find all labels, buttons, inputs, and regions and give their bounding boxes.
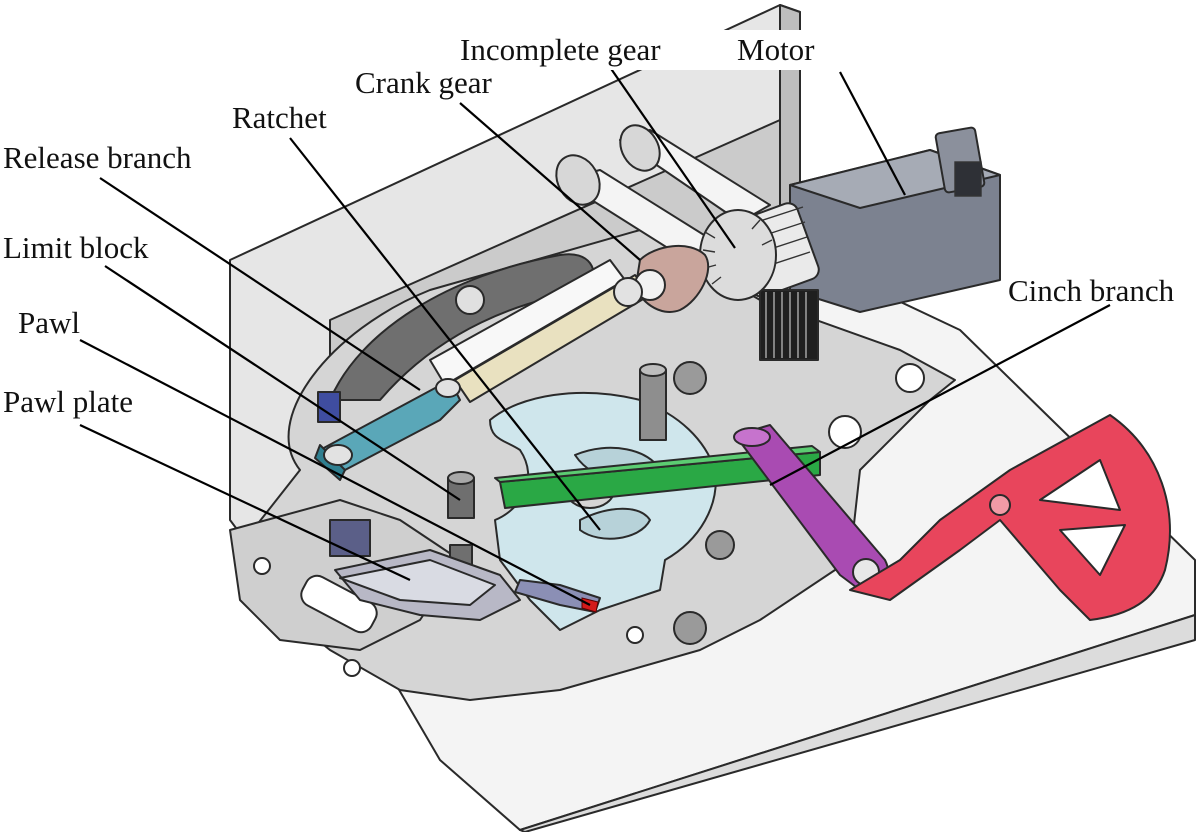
leader-pawl-plate (79, 424, 411, 581)
label-backdrop (455, 30, 835, 70)
leader-motor (839, 71, 906, 196)
motor (789, 126, 1001, 313)
leader-lines (79, 59, 1111, 606)
part-labels: Incomplete gear Motor Crank gear Ratchet… (3, 32, 1175, 419)
leader-limit-block (104, 265, 461, 501)
leader-ratchet (289, 137, 601, 531)
cinch-branch-green-bar (494, 445, 821, 509)
label-motor: Motor (737, 32, 815, 67)
label-cinch-branch: Cinch branch (1008, 273, 1175, 308)
release-cable-link (329, 253, 595, 401)
leader-crank-gear (459, 102, 641, 261)
crank-gear (613, 244, 710, 313)
label-pawl-plate: Pawl plate (3, 384, 133, 419)
label-ratchet: Ratchet (232, 100, 327, 135)
label-incomplete-gear: Incomplete gear (460, 32, 661, 67)
cinch-arm (849, 414, 1171, 621)
incomplete-gear (699, 209, 777, 301)
label-pawl: Pawl (18, 305, 80, 340)
leader-incomplete-gear (604, 59, 736, 249)
leader-cinch-branch (769, 304, 1111, 486)
leader-pawl (79, 339, 591, 606)
adjust-screws (555, 124, 661, 206)
label-limit-block: Limit block (3, 230, 149, 265)
leader-release-branch (99, 177, 421, 391)
label-release-branch: Release branch (3, 140, 192, 175)
release-branch (314, 378, 461, 481)
label-crank-gear: Crank gear (355, 65, 493, 100)
